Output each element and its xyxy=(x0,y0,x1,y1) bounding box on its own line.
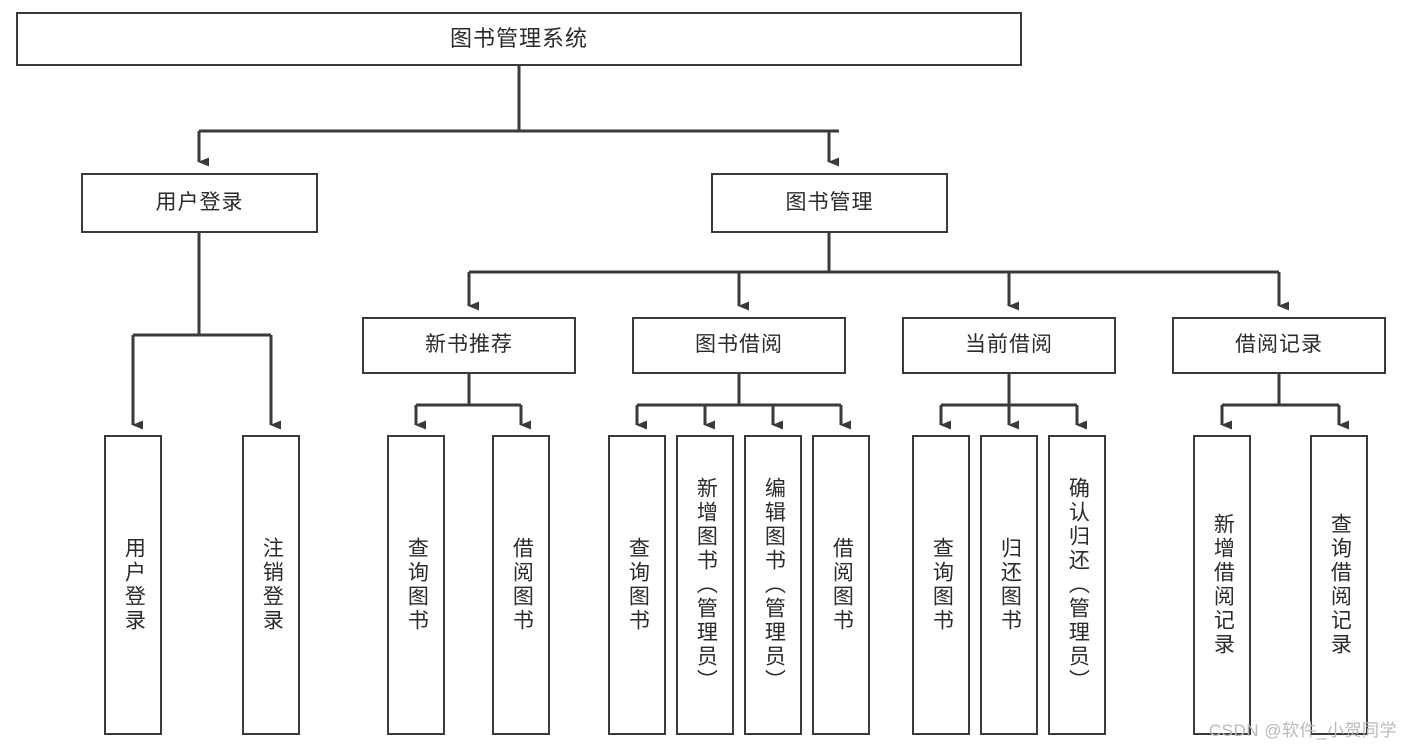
leaf-label: 确认归还（管理员） xyxy=(1066,477,1090,693)
node-book-management[interactable]: 图书管理 xyxy=(711,173,948,233)
leaf-borrow-query-book[interactable]: 查询图书 xyxy=(608,435,666,735)
node-user-login[interactable]: 用户登录 xyxy=(81,173,318,233)
leaf-user-login-signin[interactable]: 用户登录 xyxy=(104,435,162,735)
node-book-borrow[interactable]: 图书借阅 xyxy=(632,317,846,374)
leaf-user-login-signout[interactable]: 注销登录 xyxy=(242,435,300,735)
leaf-label: 注销登录 xyxy=(260,537,284,633)
leaf-label: 借阅图书 xyxy=(510,537,534,633)
node-new-book-recommend[interactable]: 新书推荐 xyxy=(362,317,576,374)
leaf-label: 用户登录 xyxy=(122,537,146,633)
leaf-label: 查询图书 xyxy=(405,537,429,633)
leaf-borrow-edit-book[interactable]: 编辑图书（管理员） xyxy=(744,435,802,735)
leaf-current-return-book[interactable]: 归还图书 xyxy=(980,435,1038,735)
node-borrow-record[interactable]: 借阅记录 xyxy=(1172,317,1386,374)
leaf-current-confirm-return[interactable]: 确认归还（管理员） xyxy=(1048,435,1106,735)
csdn-watermark: CSDN @软件_小贺同学 xyxy=(1208,721,1397,740)
leaf-label: 新增借阅记录 xyxy=(1211,513,1235,657)
leaf-label: 归还图书 xyxy=(998,537,1022,633)
leaf-label: 借阅图书 xyxy=(830,537,854,633)
leaf-new-book-query[interactable]: 查询图书 xyxy=(387,435,445,735)
leaf-record-add[interactable]: 新增借阅记录 xyxy=(1193,435,1251,735)
leaf-label: 查询图书 xyxy=(930,537,954,633)
node-current-borrow[interactable]: 当前借阅 xyxy=(902,317,1116,374)
leaf-new-book-borrow[interactable]: 借阅图书 xyxy=(492,435,550,735)
leaf-borrow-add-book[interactable]: 新增图书（管理员） xyxy=(676,435,734,735)
leaf-label: 新增图书（管理员） xyxy=(694,477,718,693)
leaf-borrow-borrow-book[interactable]: 借阅图书 xyxy=(812,435,870,735)
leaf-record-query[interactable]: 查询借阅记录 xyxy=(1310,435,1368,735)
node-root-system[interactable]: 图书管理系统 xyxy=(16,12,1022,66)
leaf-current-query-book[interactable]: 查询图书 xyxy=(912,435,970,735)
leaf-label: 查询图书 xyxy=(626,537,650,633)
leaf-label: 查询借阅记录 xyxy=(1328,513,1352,657)
leaf-label: 编辑图书（管理员） xyxy=(762,477,786,693)
